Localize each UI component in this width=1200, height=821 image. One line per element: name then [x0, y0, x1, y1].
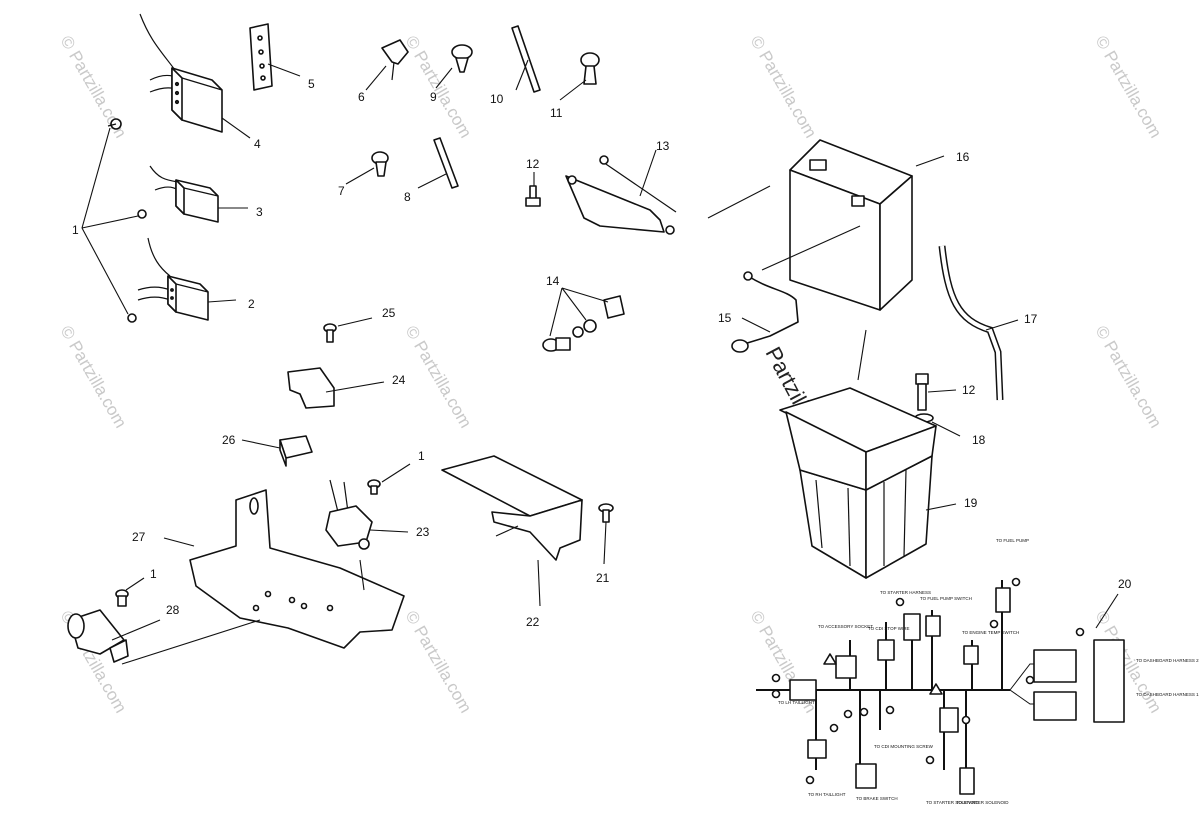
screw-parts-1: [81, 118, 147, 323]
callout-1: 1: [418, 449, 425, 463]
harness-labels: TO FUEL PUMP TO STARTER HARNESS TO FUEL …: [778, 538, 1199, 805]
callout-13: 13: [656, 139, 670, 153]
callout-3: 3: [256, 205, 263, 219]
callout-23: 23: [416, 525, 430, 539]
label-fuel-pump-switch: TO FUEL PUMP SWITCH: [920, 596, 972, 601]
watermark: © Partzilla.com: [402, 608, 476, 717]
callout-24: 24: [392, 373, 406, 387]
bolt-1-center: [367, 479, 381, 495]
label-engine-temp: TO ENGINE TEMP SWITCH: [962, 630, 1019, 635]
part-2-module: [137, 237, 209, 321]
callout-labels: 1 1 1 2 3 4 5 6 7 8 9 10 11 12 12 13 14 …: [72, 77, 1132, 629]
part-4-module: [139, 13, 223, 133]
callout-17: 17: [1024, 312, 1038, 326]
watermark: © Partzilla.com: [57, 323, 131, 432]
label-cdi-mounting: TO CDI MOUNTING SCREW: [874, 744, 934, 749]
callout-7: 7: [338, 184, 345, 198]
label-dashboard-1: TO DASHBOARD HARNESS 1: [1136, 692, 1199, 697]
label-taillight-2: TO RH TAILLIGHT: [808, 792, 846, 797]
watermark: © Partzilla.com: [747, 33, 821, 142]
callout-10: 10: [490, 92, 504, 106]
relay-26: [279, 435, 313, 467]
clip-7: [371, 151, 389, 177]
callout-18: 18: [972, 433, 986, 447]
label-taillight: TO LH TAILLIGHT: [778, 700, 815, 705]
clip-9: [451, 44, 473, 73]
watermark: © Partzilla.com: [1092, 33, 1166, 142]
bracket-27: [189, 489, 405, 649]
callout-28: 28: [166, 603, 180, 617]
bracket-24: [287, 367, 335, 409]
watermark: © Partzilla.com: [402, 323, 476, 432]
callout-8: 8: [404, 190, 411, 204]
callout-21: 21: [596, 571, 610, 585]
bolt-12a: [525, 185, 541, 207]
callout-1: 1: [150, 567, 157, 581]
bolt-12b: [915, 373, 929, 411]
solenoid-23: [325, 479, 373, 550]
clip-11: [580, 52, 600, 85]
label-cdi-stop: TO CDI STOP WIRE: [868, 626, 910, 631]
clip-6: [381, 39, 409, 81]
label-fuel-pump: TO FUEL PUMP: [996, 538, 1029, 543]
callout-9: 9: [430, 90, 437, 104]
callout-4: 4: [254, 137, 261, 151]
part-3-module: [149, 165, 219, 223]
callout-19: 19: [964, 496, 978, 510]
bolt-1-lower: [115, 589, 129, 607]
callout-25: 25: [382, 306, 396, 320]
tube-17: [938, 245, 1004, 401]
watermark: © Partzilla.com: [1092, 323, 1166, 432]
callout-12: 12: [526, 157, 540, 171]
bolt-25: [323, 323, 337, 343]
part-5-bracket: [249, 23, 273, 91]
wiring-harness-20: [756, 577, 1125, 795]
callout-20: 20: [1118, 577, 1132, 591]
shield-22: [441, 455, 583, 561]
label-solenoid: TO STARTER SOLENOID: [956, 800, 1009, 805]
callout-16: 16: [956, 150, 970, 164]
callout-5: 5: [308, 77, 315, 91]
label-brake-switch: TO BRAKE SWITCH: [856, 796, 898, 801]
callout-15: 15: [718, 311, 732, 325]
strap-10: [511, 25, 541, 93]
callout-6: 6: [358, 90, 365, 104]
bracket-13: [565, 155, 677, 235]
callout-26: 26: [222, 433, 236, 447]
label-starter-solenoid: TO STARTER SOLENOID: [926, 800, 979, 805]
leader-lines: [111, 59, 1119, 665]
hardware-14: [542, 295, 625, 352]
label-dashboard-2: TO DASHBOARD HARNESS 2: [1136, 658, 1199, 663]
callout-27: 27: [132, 530, 146, 544]
battery-16: [789, 139, 913, 311]
coil-28: [67, 609, 129, 663]
callout-22: 22: [526, 615, 540, 629]
callout-12: 12: [962, 383, 976, 397]
callout-1: 1: [72, 223, 79, 237]
cable-15: [731, 271, 799, 353]
callout-11: 11: [550, 106, 563, 120]
callout-14: 14: [546, 274, 560, 288]
label-starter-harness: TO STARTER HARNESS: [880, 590, 931, 595]
bolt-21: [598, 503, 614, 523]
label-accessory: TO ACCESSORY SOCKET: [818, 624, 873, 629]
callout-2: 2: [248, 297, 255, 311]
strap-8: [433, 137, 459, 189]
battery-box-19: [779, 387, 937, 579]
